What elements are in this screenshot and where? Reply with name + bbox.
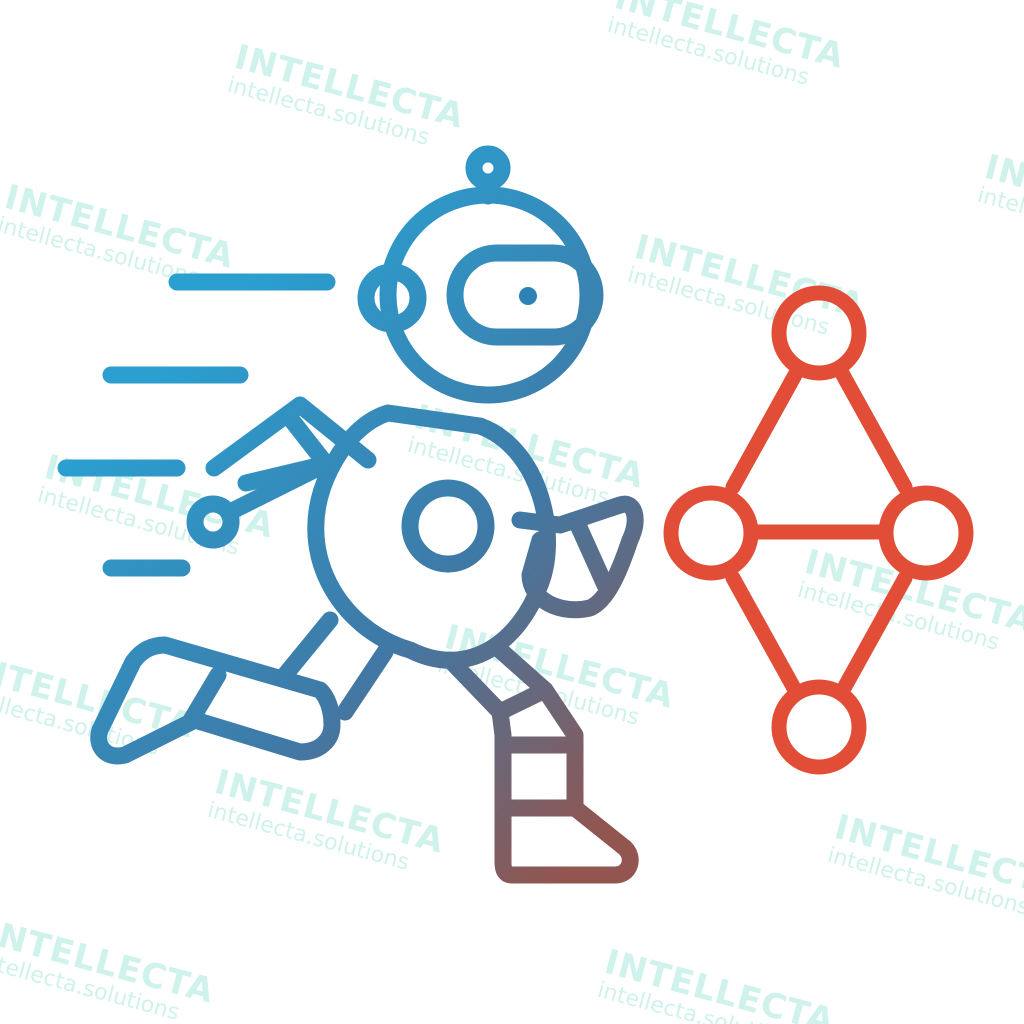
robot-back-leg [90, 611, 394, 765]
network-node [771, 679, 867, 775]
network-edge [835, 570, 913, 698]
network-edge [835, 367, 913, 495]
network-node [878, 485, 974, 581]
network-graph-icon [663, 285, 974, 775]
robot-back-arm [186, 396, 377, 549]
speed-lines-icon [57, 273, 336, 577]
robot-visor [446, 244, 604, 346]
network-edge [725, 570, 803, 698]
robot-hand [186, 495, 240, 549]
network-node [663, 485, 759, 581]
network-edge [725, 367, 803, 495]
robot-eye-icon [519, 287, 537, 305]
robot-ear [357, 263, 427, 333]
robot-chest-light [401, 479, 495, 573]
robot-front-leg [441, 641, 639, 884]
robot-front-arm [511, 495, 644, 619]
network-node [771, 285, 867, 381]
running-robot-icon [57, 145, 644, 884]
